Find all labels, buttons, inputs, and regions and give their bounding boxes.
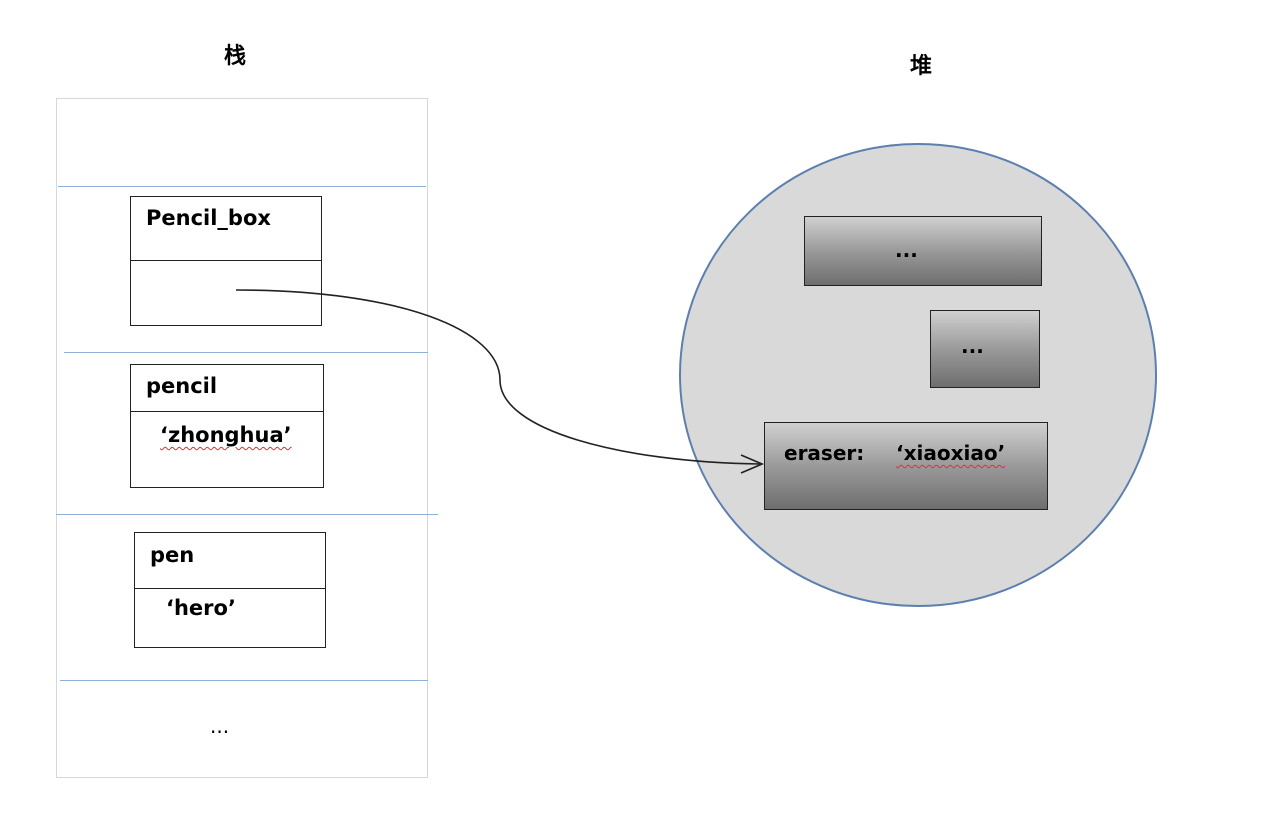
- heap-object: [804, 216, 1042, 286]
- stack-separator: [56, 514, 438, 515]
- heap-object-label: ...: [895, 238, 918, 262]
- heap-object: [930, 310, 1040, 388]
- heap-object-key: eraser:: [784, 441, 865, 465]
- variable-divider: [135, 588, 325, 589]
- variable-value: ‘zhonghua’: [160, 423, 292, 447]
- stack-ellipsis: ...: [210, 714, 230, 738]
- variable-name: pencil: [146, 374, 218, 398]
- variable-divider: [131, 411, 323, 412]
- heap-object-label: ...: [961, 334, 984, 358]
- stack-title: 栈: [224, 44, 247, 69]
- heap-object-eraser: [764, 422, 1048, 510]
- stack-separator: [58, 186, 426, 187]
- heap-object-value: ‘xiaoxiao’: [896, 441, 1006, 465]
- variable-value: ‘hero’: [166, 596, 236, 620]
- heap-region: [679, 143, 1157, 607]
- variable-divider: [131, 260, 321, 261]
- stack-separator: [64, 352, 428, 353]
- stack-variable-pen: [134, 532, 326, 648]
- variable-name: Pencil_box: [146, 206, 271, 230]
- variable-name: pen: [150, 543, 195, 567]
- heap-title: 堆: [910, 54, 933, 79]
- stack-separator: [60, 680, 428, 681]
- arrowhead-icon: [740, 454, 765, 474]
